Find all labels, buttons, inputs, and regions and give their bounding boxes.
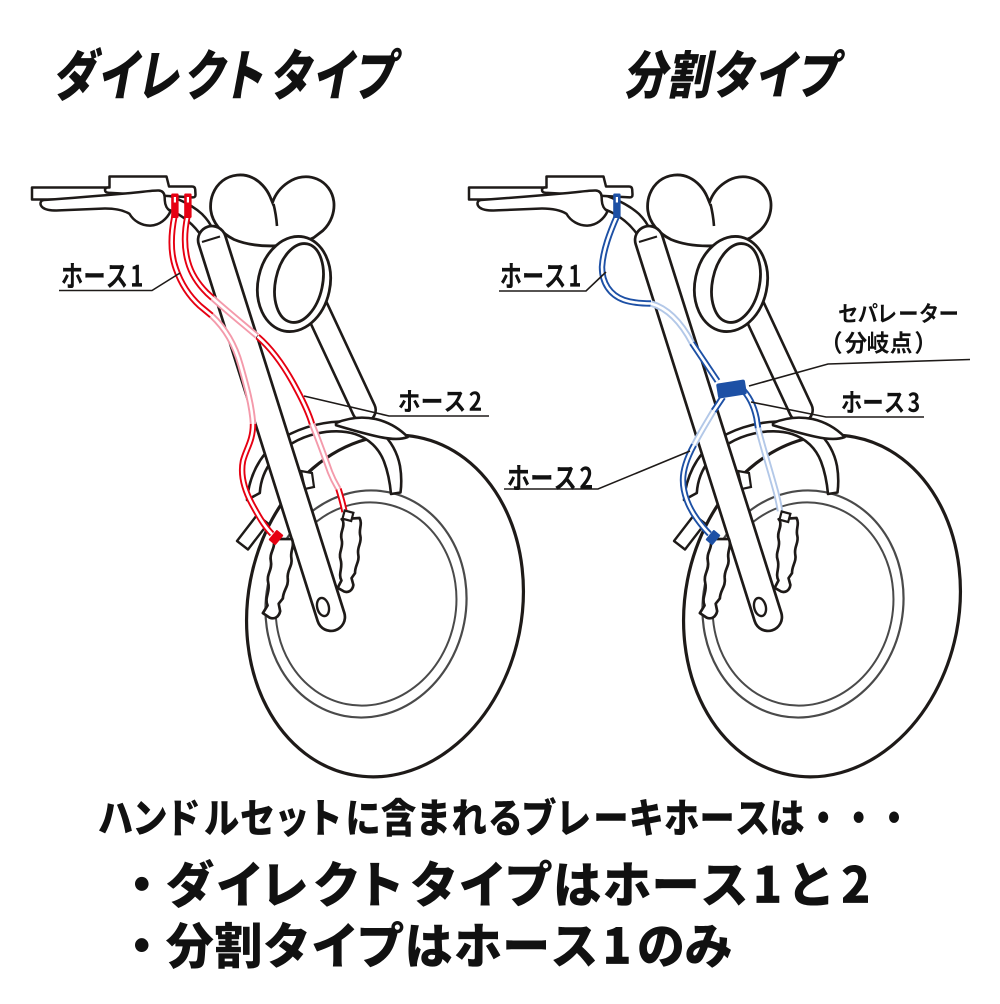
split-type-bike: [469, 175, 989, 801]
split-type-diagram: [469, 49, 989, 801]
direct-type-diagram: [32, 47, 552, 801]
footer-line1: [99, 797, 899, 837]
direct-type-hoses: [168, 193, 355, 545]
split-type-title: [625, 49, 845, 99]
label-leader-lines: [59, 271, 971, 490]
separator-sub-label: [835, 331, 922, 354]
split-hose3-label: [842, 391, 919, 413]
split-type-hoses: [598, 193, 792, 545]
footer-line3: [135, 921, 731, 969]
split-hose1-label: [501, 263, 580, 288]
footer-line2: [135, 859, 868, 908]
direct-hose2-label: [399, 390, 481, 412]
split-hose2-label: [508, 465, 592, 490]
footer-note: [99, 797, 899, 969]
separator-label: [839, 303, 957, 323]
direct-hose1-label: [62, 263, 142, 288]
direct-type-title: [57, 47, 402, 101]
